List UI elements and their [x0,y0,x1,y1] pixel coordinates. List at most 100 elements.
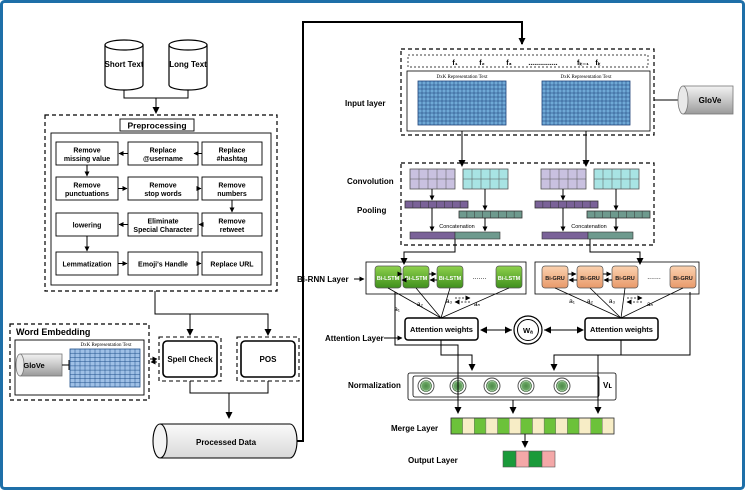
output-segment [541,450,556,468]
lstm-attention-line [415,287,442,319]
input-matrices-frame [406,70,651,132]
rnn-ellipsis: ....... [473,274,487,281]
normalization-node [486,380,498,392]
gru-cell-label: Bi-GRU [580,276,600,282]
pool-bar-teal-2 [586,210,651,219]
input-matrix-caption-2: DxK Representation Text [561,75,613,80]
attention-weights-label-left: Attention weights [410,325,473,334]
attention-weights-label-right: Attention weights [590,325,653,334]
merge-segment [602,417,615,435]
concatenation-label-1: Concatenation [439,224,474,230]
prep-step-label: Emoji's Handle [138,262,188,269]
lstm-cell: Bi-LSTM [374,265,402,289]
prep-step: Replace@username [127,141,199,166]
merge-segment [497,417,510,435]
prep-step-label: Remove [73,147,100,154]
prep-step: Lemmatization [55,251,119,276]
embedding-matrix-caption: DxK Representation Text [81,343,133,348]
checks-to-processed-arrow [189,381,269,418]
short-text-database: Short Text [104,39,144,91]
pool-bar-teal-1 [458,210,523,219]
input-layer-frame [400,48,655,136]
gru-cell: Bi-GRU [576,265,604,289]
output-segment [528,450,543,468]
merge-layer-label: Merge Layer [391,424,438,433]
attention-alpha-left: a₃ [446,298,453,305]
normalization-outer [407,372,617,401]
pool-to-gru-arrow [589,239,644,265]
concatenation-label-2: Concatenation [571,224,606,230]
gru-frame [534,261,700,295]
feature-label: fₖ [595,60,600,67]
input-grid-2 [541,80,631,126]
processed-to-input-arrow [297,21,526,442]
feature-label: ............... [528,60,557,67]
gru-cell-label: Bi-GRU [545,276,565,282]
lstm-cell-label: Bi-LSTM [377,276,400,282]
preprocessing-frame [44,114,278,292]
prep-step-label: retweet [220,227,245,234]
merge-segment [590,417,603,435]
prep-step: Emoji's Handle [127,251,199,276]
conv-block-cyan-1 [462,168,509,190]
concat-bar-teal-2 [587,231,634,240]
merge-segment [474,417,487,435]
output-segment [515,450,530,468]
gru-to-merge-arrow [594,292,691,414]
attention-alpha-right: aₙ [647,301,654,308]
lstm-attention-line [440,287,451,319]
attention-alpha-left: a₂ [417,301,424,308]
merge-segment [578,417,591,435]
prep-step-label: Replace [219,147,246,154]
glove-embedding-cylinder: GloVe [15,353,63,377]
normalization-node [556,380,568,392]
glove-input-cylinder: GloVe [677,85,734,115]
gru-attention-line [589,287,622,319]
long-text-database: Long Text [168,39,208,91]
merge-segment [462,417,475,435]
att-right-to-norm-arrow [550,340,622,371]
attention-alpha-left: a₁ [394,306,401,313]
merge-segment [532,417,545,435]
prep-step-label: #hashtag [217,156,248,163]
prep-step-label: Remove [218,182,245,189]
birnn-label: Bi-RNN Layer [297,275,349,284]
pool-bar-purple-2 [534,200,599,209]
feature-strip [407,54,649,68]
rnn-ellipsis: ....... [647,274,661,281]
prep-step-label: numbers [217,191,247,198]
processed-data-label: Processed Data [196,438,257,447]
embedding-matrix [69,348,141,388]
processed-data-cylinder: Processed Data [152,423,298,459]
merge-segment [485,417,498,435]
gru-attention-line [620,287,626,319]
feature-label: f₃ [506,60,512,67]
input-layer-label: Input layer [345,99,385,108]
normalization-node [520,380,532,392]
att-left-to-norm-arrow [440,340,476,371]
gru-attention-line [554,287,622,319]
lstm-cell-label: Bi-LSTM [405,276,428,282]
word-embedding-inner-frame [14,339,145,396]
glove-input-label: GloVe [699,96,722,105]
concat-bar-purple-1 [409,231,456,240]
prep-step-label: lowering [73,223,102,230]
prep-step-label: @username [143,156,183,163]
preprocessing-to-pos-arrow [154,291,272,336]
attention-alpha-left: aₙ [474,301,481,308]
input-matrix-1 [417,80,507,126]
pooling-label: Pooling [357,206,386,215]
lstm-attention-line [440,287,510,319]
prep-step-label: Remove [218,218,245,225]
prep-step-label: Replace URL [210,262,254,269]
merge-bar [450,417,615,435]
glove-embedding-label: GloVe [23,361,44,370]
pos-box [240,340,296,378]
conv-block-purple-2 [540,168,587,190]
long-text-label: Long Text [169,60,207,69]
lstm-cell: Bi-LSTM [436,265,464,289]
wa-node: Wₐ [513,315,543,345]
word-embedding-frame [9,323,150,401]
